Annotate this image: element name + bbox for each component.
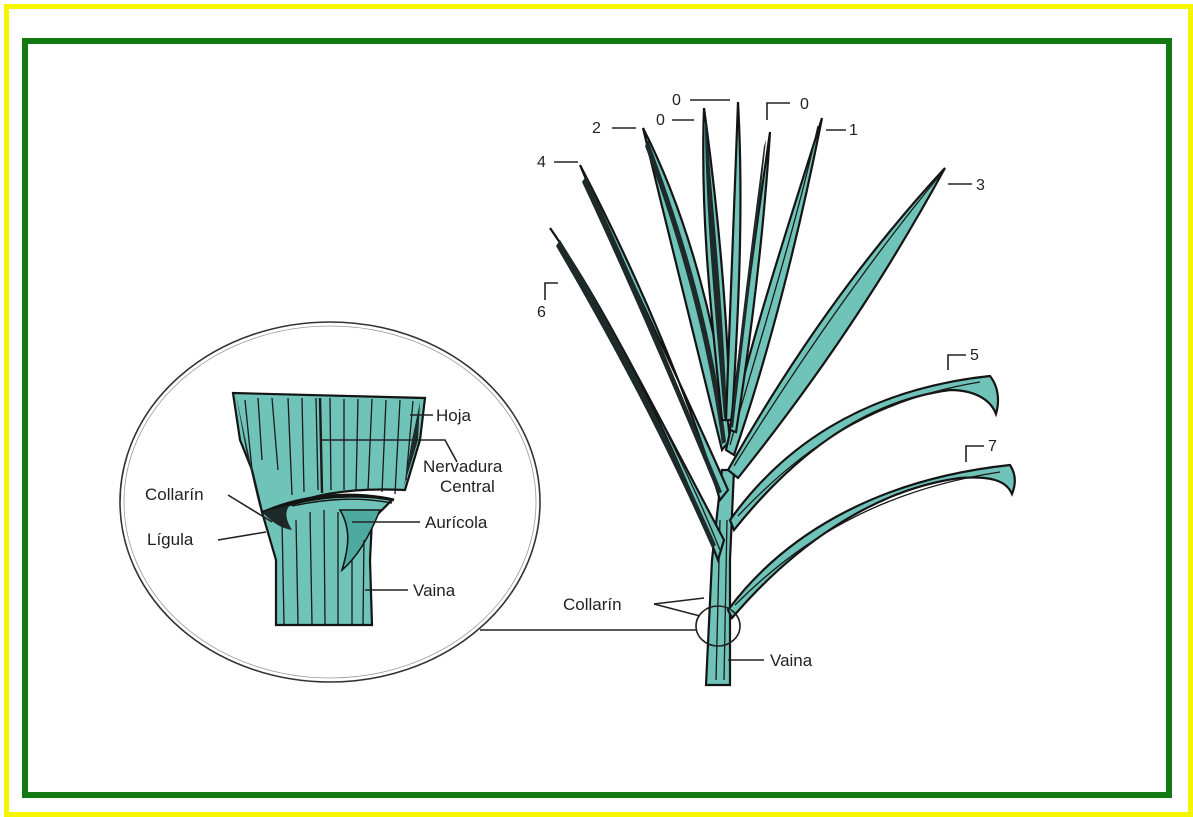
inset-label-ligula: Lígula xyxy=(147,530,194,549)
inset-label-auricola: Aurícola xyxy=(425,513,488,532)
leaf-number-0-inner: 0 xyxy=(656,112,665,129)
stem xyxy=(706,470,734,685)
inset-label-hoja: Hoja xyxy=(436,406,472,425)
leaf-number-3: 3 xyxy=(976,177,985,194)
leaf-number-1: 1 xyxy=(849,122,858,139)
leaf-number-7: 7 xyxy=(988,438,997,455)
inset-label-nervadura: Nervadura xyxy=(423,457,503,476)
leaf-number-4: 4 xyxy=(537,154,546,171)
plant-labels: Collarín Vaina xyxy=(563,595,813,670)
leaf-number-6: 6 xyxy=(537,304,546,321)
inset-label-central: Central xyxy=(440,477,495,496)
leaf-number-0-top: 0 xyxy=(672,92,681,109)
leaf-number-5: 5 xyxy=(970,347,979,364)
collar-detail-inset: Hoja Nervadura Central Collarín Lígula A… xyxy=(120,322,540,682)
inset-label-collarin: Collarín xyxy=(145,485,204,504)
plant-label-vaina: Vaina xyxy=(770,651,813,670)
leaf-number-2: 2 xyxy=(592,120,601,137)
leaf-number-0-right: 0 xyxy=(800,96,809,113)
inset-label-vaina: Vaina xyxy=(413,581,456,600)
plant-label-collarin: Collarín xyxy=(563,595,622,614)
